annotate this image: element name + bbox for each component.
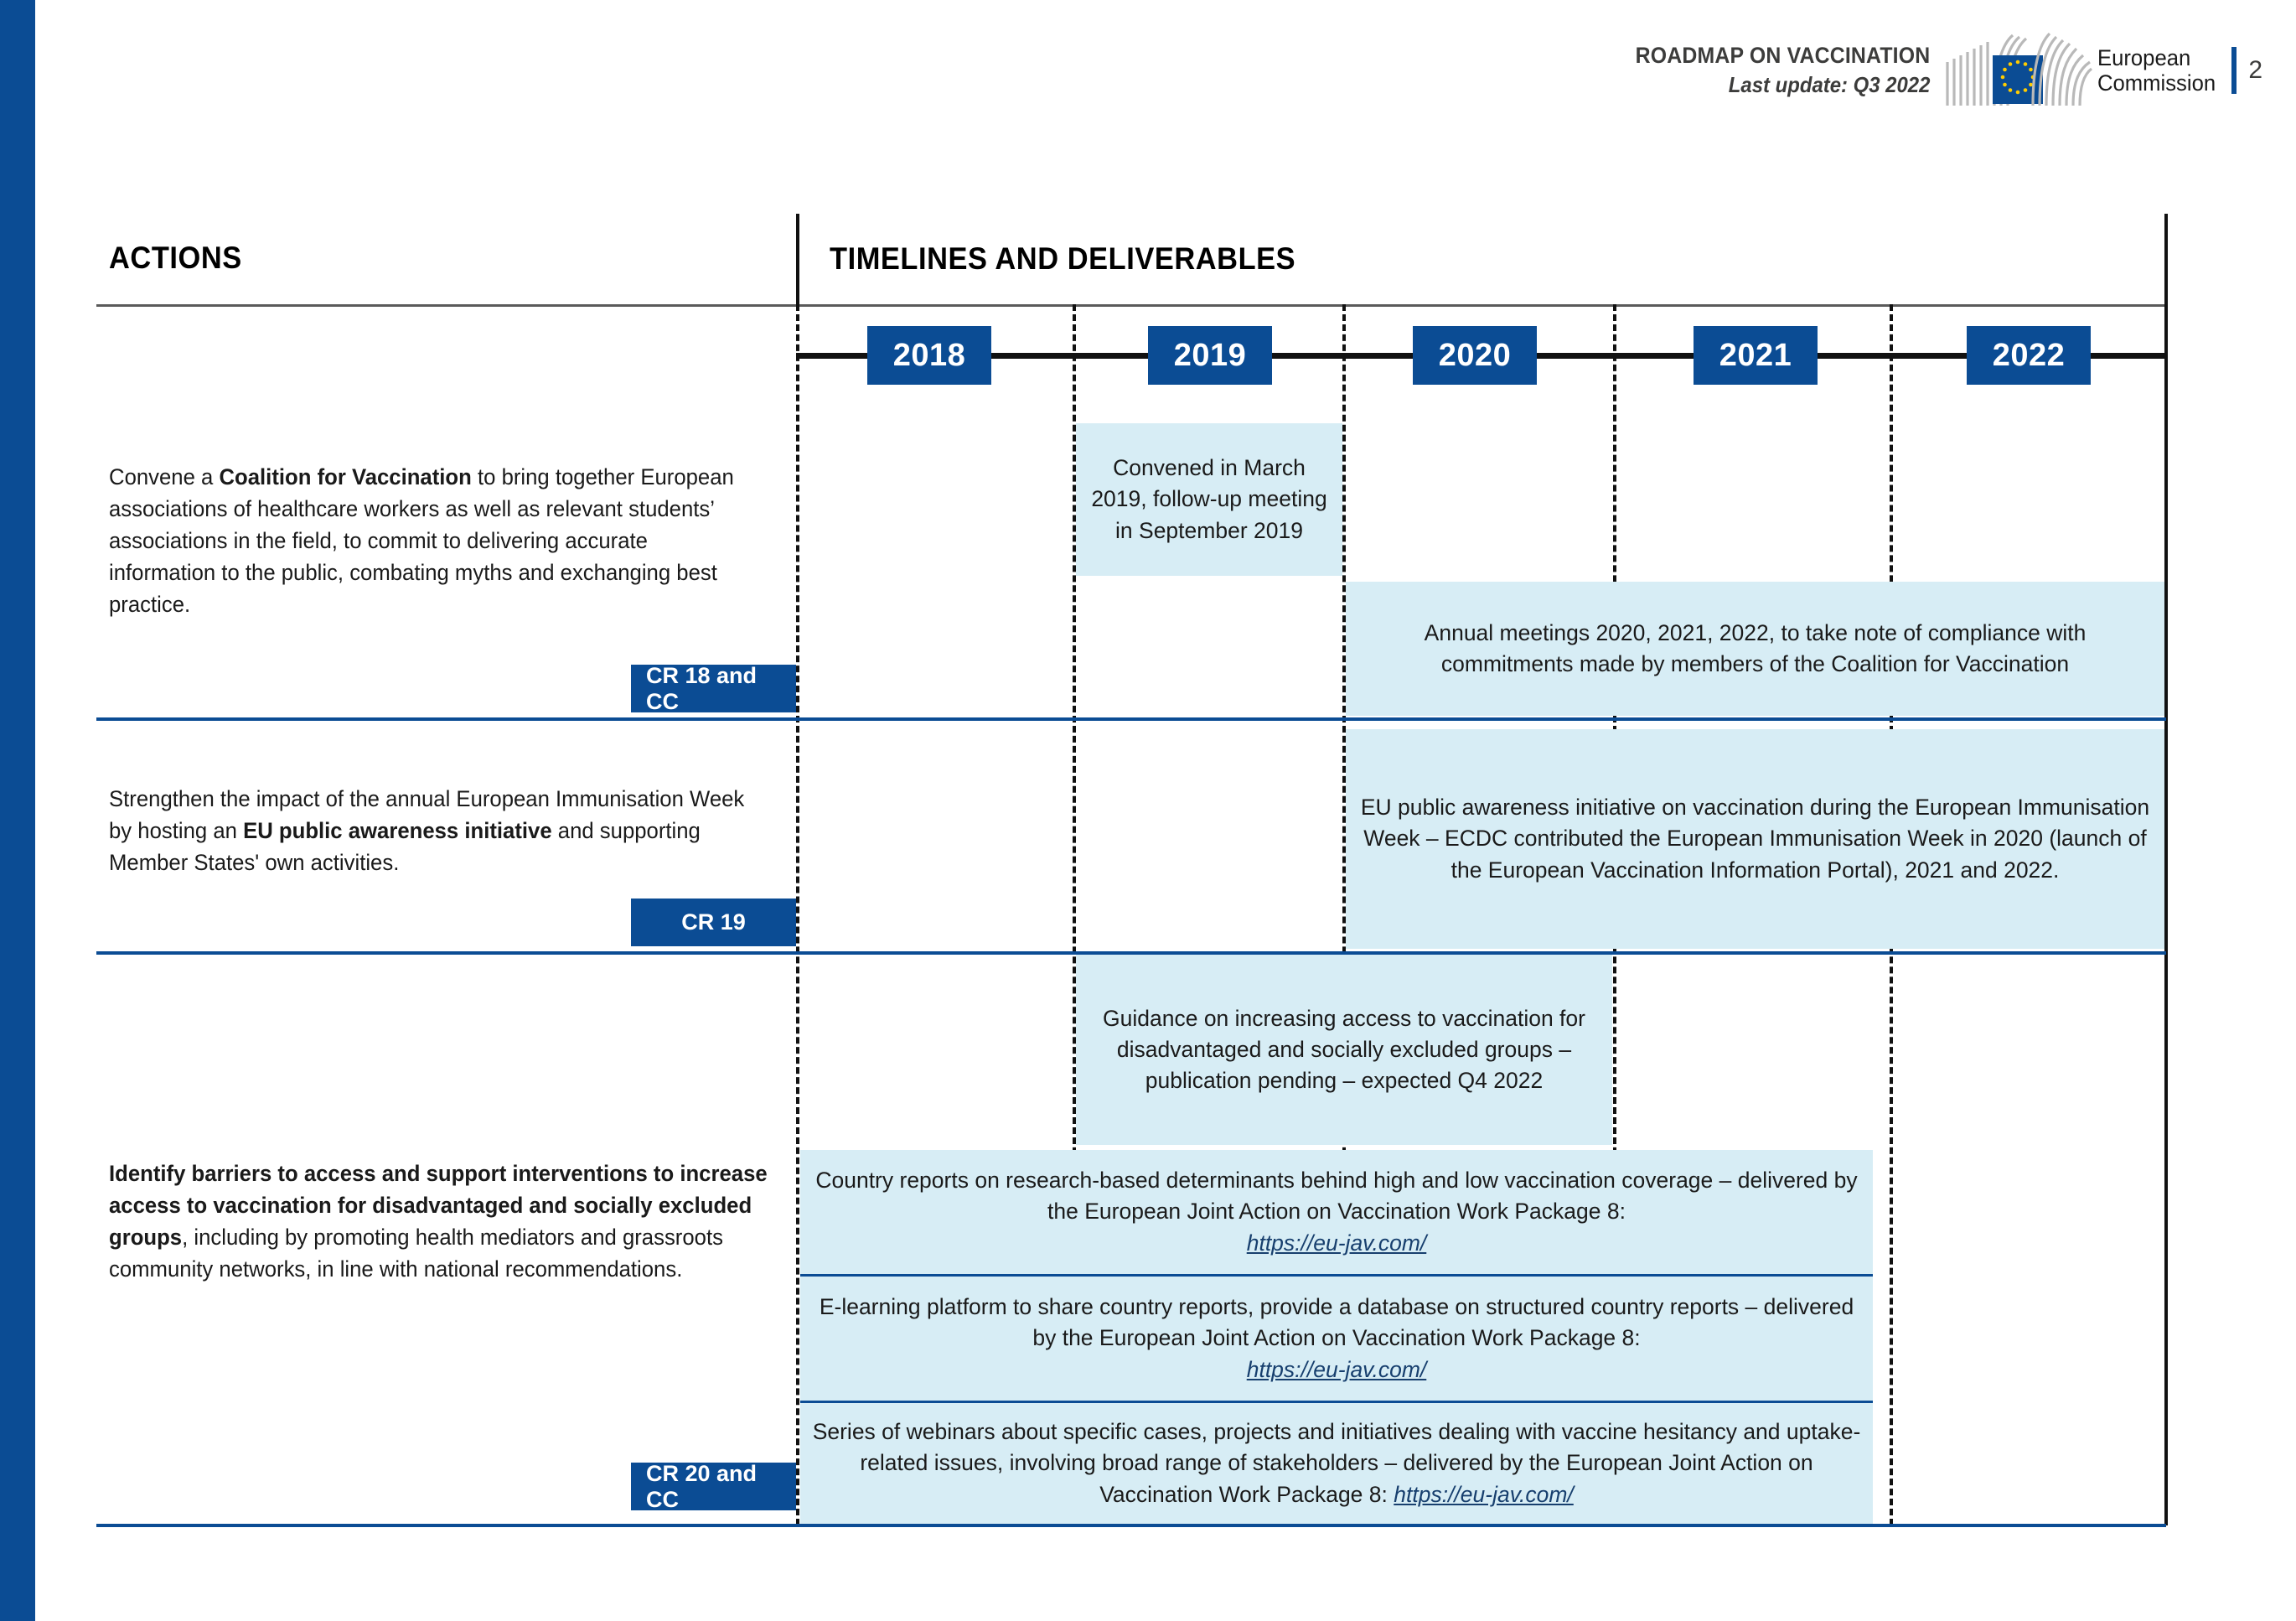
european-commission-logo: European Commission <box>1946 32 2222 109</box>
org-line-1: European <box>2097 44 2191 70</box>
grid-vline-2019 <box>1073 304 1076 1525</box>
deliverable-row-3-box-2: Country reports on research-based determ… <box>800 1150 1873 1274</box>
deliverable-separator-1 <box>800 1274 1873 1277</box>
year-badge-2019: 2019 <box>1148 326 1272 385</box>
deliverable-separator-2 <box>800 1401 1873 1403</box>
eu-jav-link[interactable]: https://eu-jav.com/ <box>1246 1356 1427 1382</box>
org-line-2: Commission <box>2097 70 2216 96</box>
deliverable-text-before: Country reports on research-based determ… <box>815 1168 1858 1225</box>
cr-badge-row-3: CR 20 and CC <box>631 1461 796 1512</box>
deliverable-text-before: E-learning platform to share country rep… <box>819 1294 1854 1351</box>
timelines-column-title: TIMELINES AND DELIVERABLES <box>830 241 1296 276</box>
grid-vline-left <box>796 304 799 1525</box>
action-text-row-1: Convene a Coalition for Vaccination to b… <box>109 464 734 617</box>
eu-jav-link[interactable]: https://eu-jav.com/ <box>1246 1230 1427 1256</box>
year-badge-2022: 2022 <box>1967 326 2091 385</box>
left-accent-bar <box>0 0 35 1621</box>
row-separator-2 <box>96 951 2166 955</box>
page-number: 2 <box>2248 56 2262 84</box>
header-rule <box>96 304 2166 307</box>
year-badge-2020: 2020 <box>1413 326 1537 385</box>
header-text-block: ROADMAP ON VACCINATION Last update: Q3 2… <box>1610 43 1945 98</box>
deliverable-text: Convened in March 2019, follow-up meetin… <box>1091 455 1327 543</box>
cr-badge-row-1: CR 18 and CC <box>631 663 796 714</box>
last-update-label: Last update: Q3 2022 <box>1729 72 1931 97</box>
eu-jav-link[interactable]: https://eu-jav.com/ <box>1394 1481 1574 1507</box>
year-badge-2021: 2021 <box>1694 326 1818 385</box>
grid-vline-right <box>2164 214 2168 1525</box>
deliverable-row-3-box-1: Guidance on increasing access to vaccina… <box>1076 955 1612 1145</box>
action-text-row-2: Strengthen the impact of the annual Euro… <box>109 786 745 875</box>
deliverable-text: Country reports on research-based determ… <box>812 1165 1861 1258</box>
deliverable-text: E-learning platform to share country rep… <box>812 1292 1861 1385</box>
actions-column-title: ACTIONS <box>109 241 242 275</box>
deliverable-row-3-box-3: E-learning platform to share country rep… <box>800 1277 1873 1401</box>
document-title: ROADMAP ON VACCINATION <box>1635 43 1931 68</box>
header-divider <box>2231 47 2237 94</box>
deliverable-text-before: Series of webinars about specific cases,… <box>812 1419 1861 1507</box>
deliverable-row-1-box-1: Convened in March 2019, follow-up meetin… <box>1076 423 1342 576</box>
deliverable-text: Annual meetings 2020, 2021, 2022, to tak… <box>1424 619 2087 676</box>
deliverable-text: Guidance on increasing access to vaccina… <box>1103 1005 1585 1094</box>
eu-flag-icon <box>1946 32 2092 109</box>
deliverable-text: Series of webinars about specific cases,… <box>812 1416 1861 1510</box>
deliverable-text: EU public awareness initiative on vaccin… <box>1360 795 2150 883</box>
year-badge-2018: 2018 <box>867 326 991 385</box>
page-header: ROADMAP ON VACCINATION Last update: Q3 2… <box>1610 32 2262 109</box>
row-separator-3 <box>96 1524 2166 1527</box>
row-separator-1 <box>96 717 2166 721</box>
grid-vline-2020 <box>1342 304 1346 1525</box>
deliverable-row-1-box-2: Annual meetings 2020, 2021, 2022, to tak… <box>1346 582 2164 716</box>
grid-vline-left-top <box>796 214 799 306</box>
deliverable-row-2-box-1: EU public awareness initiative on vaccin… <box>1346 729 2164 949</box>
action-text-row-3: Identify barriers to access and support … <box>109 1161 768 1282</box>
deliverable-row-3-box-4: Series of webinars about specific cases,… <box>800 1403 1873 1524</box>
commission-wordmark: European Commission <box>2097 45 2216 96</box>
cr-badge-row-2: CR 19 <box>631 899 796 946</box>
